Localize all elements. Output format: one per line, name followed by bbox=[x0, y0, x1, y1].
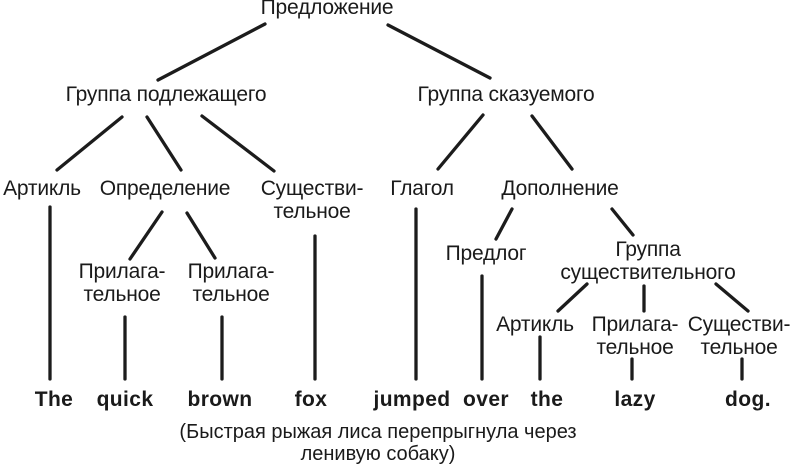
node-verb: Глагол bbox=[390, 177, 454, 200]
node-predicate-group: Группа сказуемого bbox=[417, 83, 595, 106]
word-over: over bbox=[463, 388, 509, 411]
node-preposition: Предлог bbox=[445, 242, 527, 265]
edge-subject-group-attribute bbox=[145, 115, 183, 172]
node-subject-group: Группа подлежащего bbox=[65, 83, 267, 106]
translation-caption: (Быстрая рыжая лиса перепрыгнула через л… bbox=[179, 421, 577, 465]
word-brown: brown bbox=[187, 388, 253, 411]
word-fox: fox bbox=[294, 388, 328, 411]
edge-subject-group-noun-1 bbox=[200, 114, 276, 173]
edge-subject-group-article-1 bbox=[55, 115, 124, 172]
word-jumped: jumped bbox=[373, 388, 451, 411]
word-dog: dog. bbox=[725, 388, 771, 411]
word-quick: quick bbox=[96, 388, 154, 411]
word-the-1: The bbox=[34, 388, 74, 411]
node-object: Дополнение bbox=[501, 177, 619, 200]
node-article-1: Артикль bbox=[3, 177, 81, 200]
node-adjective-2: Прилага- тельное bbox=[187, 260, 275, 306]
word-the-2: the bbox=[530, 388, 564, 411]
node-noun-group: Группа существительного bbox=[560, 238, 736, 284]
node-noun-2: Существи- тельное bbox=[687, 313, 790, 359]
edge-attribute-adjective-2 bbox=[185, 211, 217, 260]
node-sentence: Предложение bbox=[260, 0, 394, 19]
edge-noun-group-noun-2 bbox=[714, 282, 750, 313]
edge-object-noun-group bbox=[610, 207, 635, 237]
edge-noun-group-article-2 bbox=[556, 282, 589, 313]
node-noun-1: Существи- тельное bbox=[260, 177, 364, 223]
edge-predicate-group-object bbox=[530, 114, 574, 171]
edge-predicate-group-verb bbox=[436, 113, 485, 171]
edge-attribute-adjective-1 bbox=[128, 210, 164, 261]
node-attribute: Определение bbox=[99, 177, 231, 200]
node-article-2: Артикль bbox=[496, 313, 574, 336]
node-adjective-3: Прилага- тельное bbox=[591, 313, 679, 359]
edge-object-preposition bbox=[494, 207, 514, 241]
node-adjective-1: Прилага- тельное bbox=[78, 260, 166, 306]
edge-sentence-predicate-group bbox=[386, 23, 492, 80]
edge-sentence-subject-group bbox=[156, 22, 267, 82]
word-lazy: lazy bbox=[614, 388, 656, 411]
